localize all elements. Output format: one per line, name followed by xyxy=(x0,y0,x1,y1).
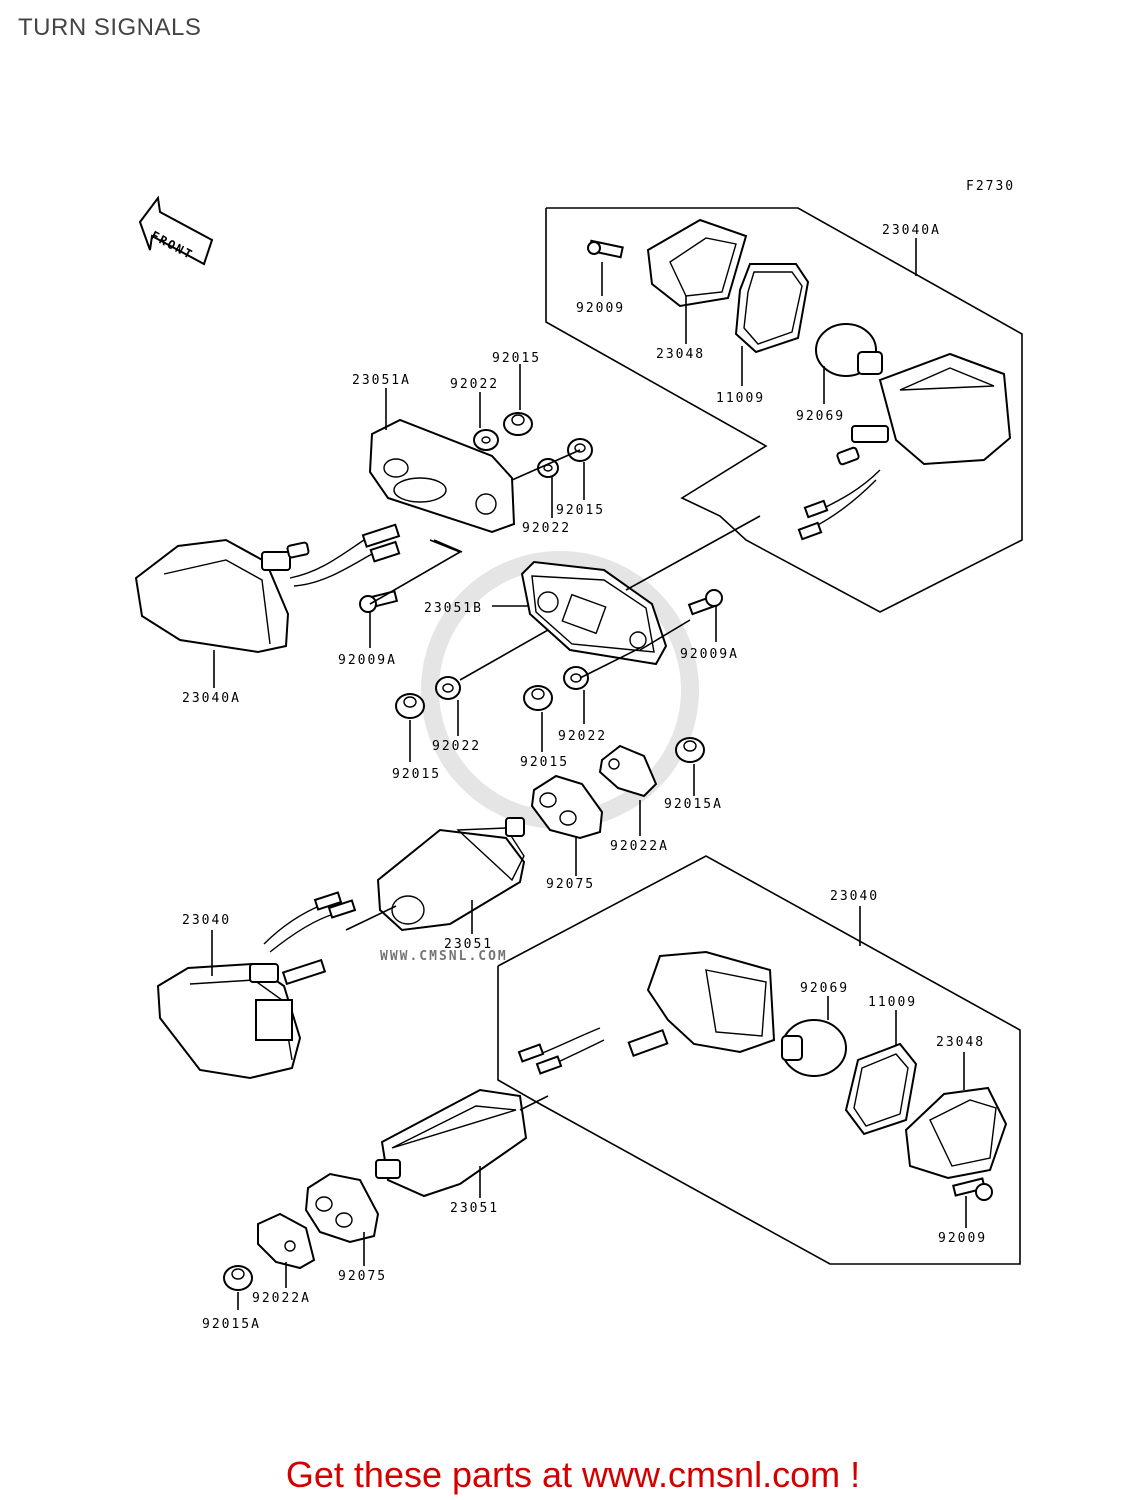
part-lens-23048-bottom xyxy=(904,1086,1008,1180)
callout-label: 92015A xyxy=(202,1317,261,1332)
callout-label: 23040 xyxy=(182,913,231,928)
figure-code: F2730 xyxy=(966,179,1015,194)
callout-label: 23051A xyxy=(352,373,411,388)
part-grommet-92075-bottom xyxy=(304,1172,380,1244)
callout-label: 23051 xyxy=(444,937,493,952)
part-nut-92015A-bottom xyxy=(223,1265,253,1291)
part-screw-92009A-left xyxy=(359,590,399,613)
callout-label: 92015A xyxy=(664,797,723,812)
assembly-lines xyxy=(345,449,761,1111)
part-stem-23051-mid xyxy=(376,817,526,932)
assembly-boundary-bottom xyxy=(497,855,1021,1265)
part-nut-92015-c xyxy=(395,693,425,719)
callout-label: 92022 xyxy=(450,377,499,392)
part-bracket-23051B xyxy=(520,560,668,666)
footer-link[interactable]: Get these parts at www.cmsnl.com ! xyxy=(285,1454,861,1495)
callout-label: 23051B xyxy=(424,601,483,616)
callout-label: 23040 xyxy=(830,889,879,904)
part-bulb-92069-top xyxy=(815,323,883,377)
callout-label: 92022 xyxy=(522,521,571,536)
callout-label: 92015 xyxy=(392,767,441,782)
page-title: TURN SIGNALS xyxy=(18,14,202,41)
callout-label: 23040A xyxy=(882,223,941,238)
part-housing-23040-right xyxy=(517,950,776,1075)
callout-labels: 23040A 92009 23048 11009 92069 23051A 92… xyxy=(182,223,987,1332)
callout-label: 11009 xyxy=(716,391,765,406)
watermark-text: WWW.CMSNL.COM xyxy=(380,949,508,964)
part-lens-23048-top xyxy=(646,218,748,308)
part-screw-92009A-right xyxy=(687,589,723,616)
callout-label: 92022 xyxy=(432,739,481,754)
callout-label: 92015 xyxy=(556,503,605,518)
part-bulb-92069-bottom xyxy=(781,1019,847,1077)
callout-label: 92009 xyxy=(576,301,625,316)
part-screw-92009-top xyxy=(587,239,624,259)
callout-label: 23040A xyxy=(182,691,241,706)
leader-lines xyxy=(211,238,967,1310)
callout-label: 23048 xyxy=(656,347,705,362)
callout-label: 92015 xyxy=(492,351,541,366)
part-bracket-23051A xyxy=(368,418,516,534)
callout-label: 92009A xyxy=(338,653,397,668)
callout-label: 92022A xyxy=(610,839,669,854)
callout-label: 92075 xyxy=(546,877,595,892)
callout-label: 11009 xyxy=(868,995,917,1010)
part-housing-23040A-top xyxy=(797,352,1012,541)
part-washer-92022-c xyxy=(435,676,461,700)
part-washer-92022-d xyxy=(563,666,589,690)
assembly-boundary-top xyxy=(545,207,1023,613)
part-gasket-11009-bottom xyxy=(844,1042,918,1136)
front-arrow-icon: FRONT xyxy=(138,195,214,266)
part-nut-92015A-top xyxy=(675,737,705,763)
callout-label: 92015 xyxy=(520,755,569,770)
part-housing-23040-left xyxy=(156,891,357,1080)
part-nut-92015-d xyxy=(523,685,553,711)
part-plate-92022A-top xyxy=(598,744,658,798)
part-washer-92022-b xyxy=(537,458,559,478)
callout-label: 92022 xyxy=(558,729,607,744)
part-plate-92022A-bottom xyxy=(257,1212,316,1270)
part-grommet-92075-top xyxy=(530,774,604,840)
callout-label: 92075 xyxy=(338,1269,387,1284)
callout-label: 92069 xyxy=(796,409,845,424)
callout-label: 92009A xyxy=(680,647,739,662)
callout-label: 23048 xyxy=(936,1035,985,1050)
part-washer-92022-a xyxy=(473,429,499,451)
part-stem-23051-bottom xyxy=(375,1088,528,1198)
callout-label: 23051 xyxy=(450,1201,499,1216)
part-housing-23040A-left xyxy=(134,523,401,654)
part-nut-92015-a xyxy=(503,412,533,436)
callout-label: 92069 xyxy=(800,981,849,996)
callout-label: 92022A xyxy=(252,1291,311,1306)
part-screw-92009-bottom xyxy=(952,1177,993,1201)
callout-label: 92009 xyxy=(938,1231,987,1246)
part-gasket-11009-top xyxy=(734,263,810,354)
